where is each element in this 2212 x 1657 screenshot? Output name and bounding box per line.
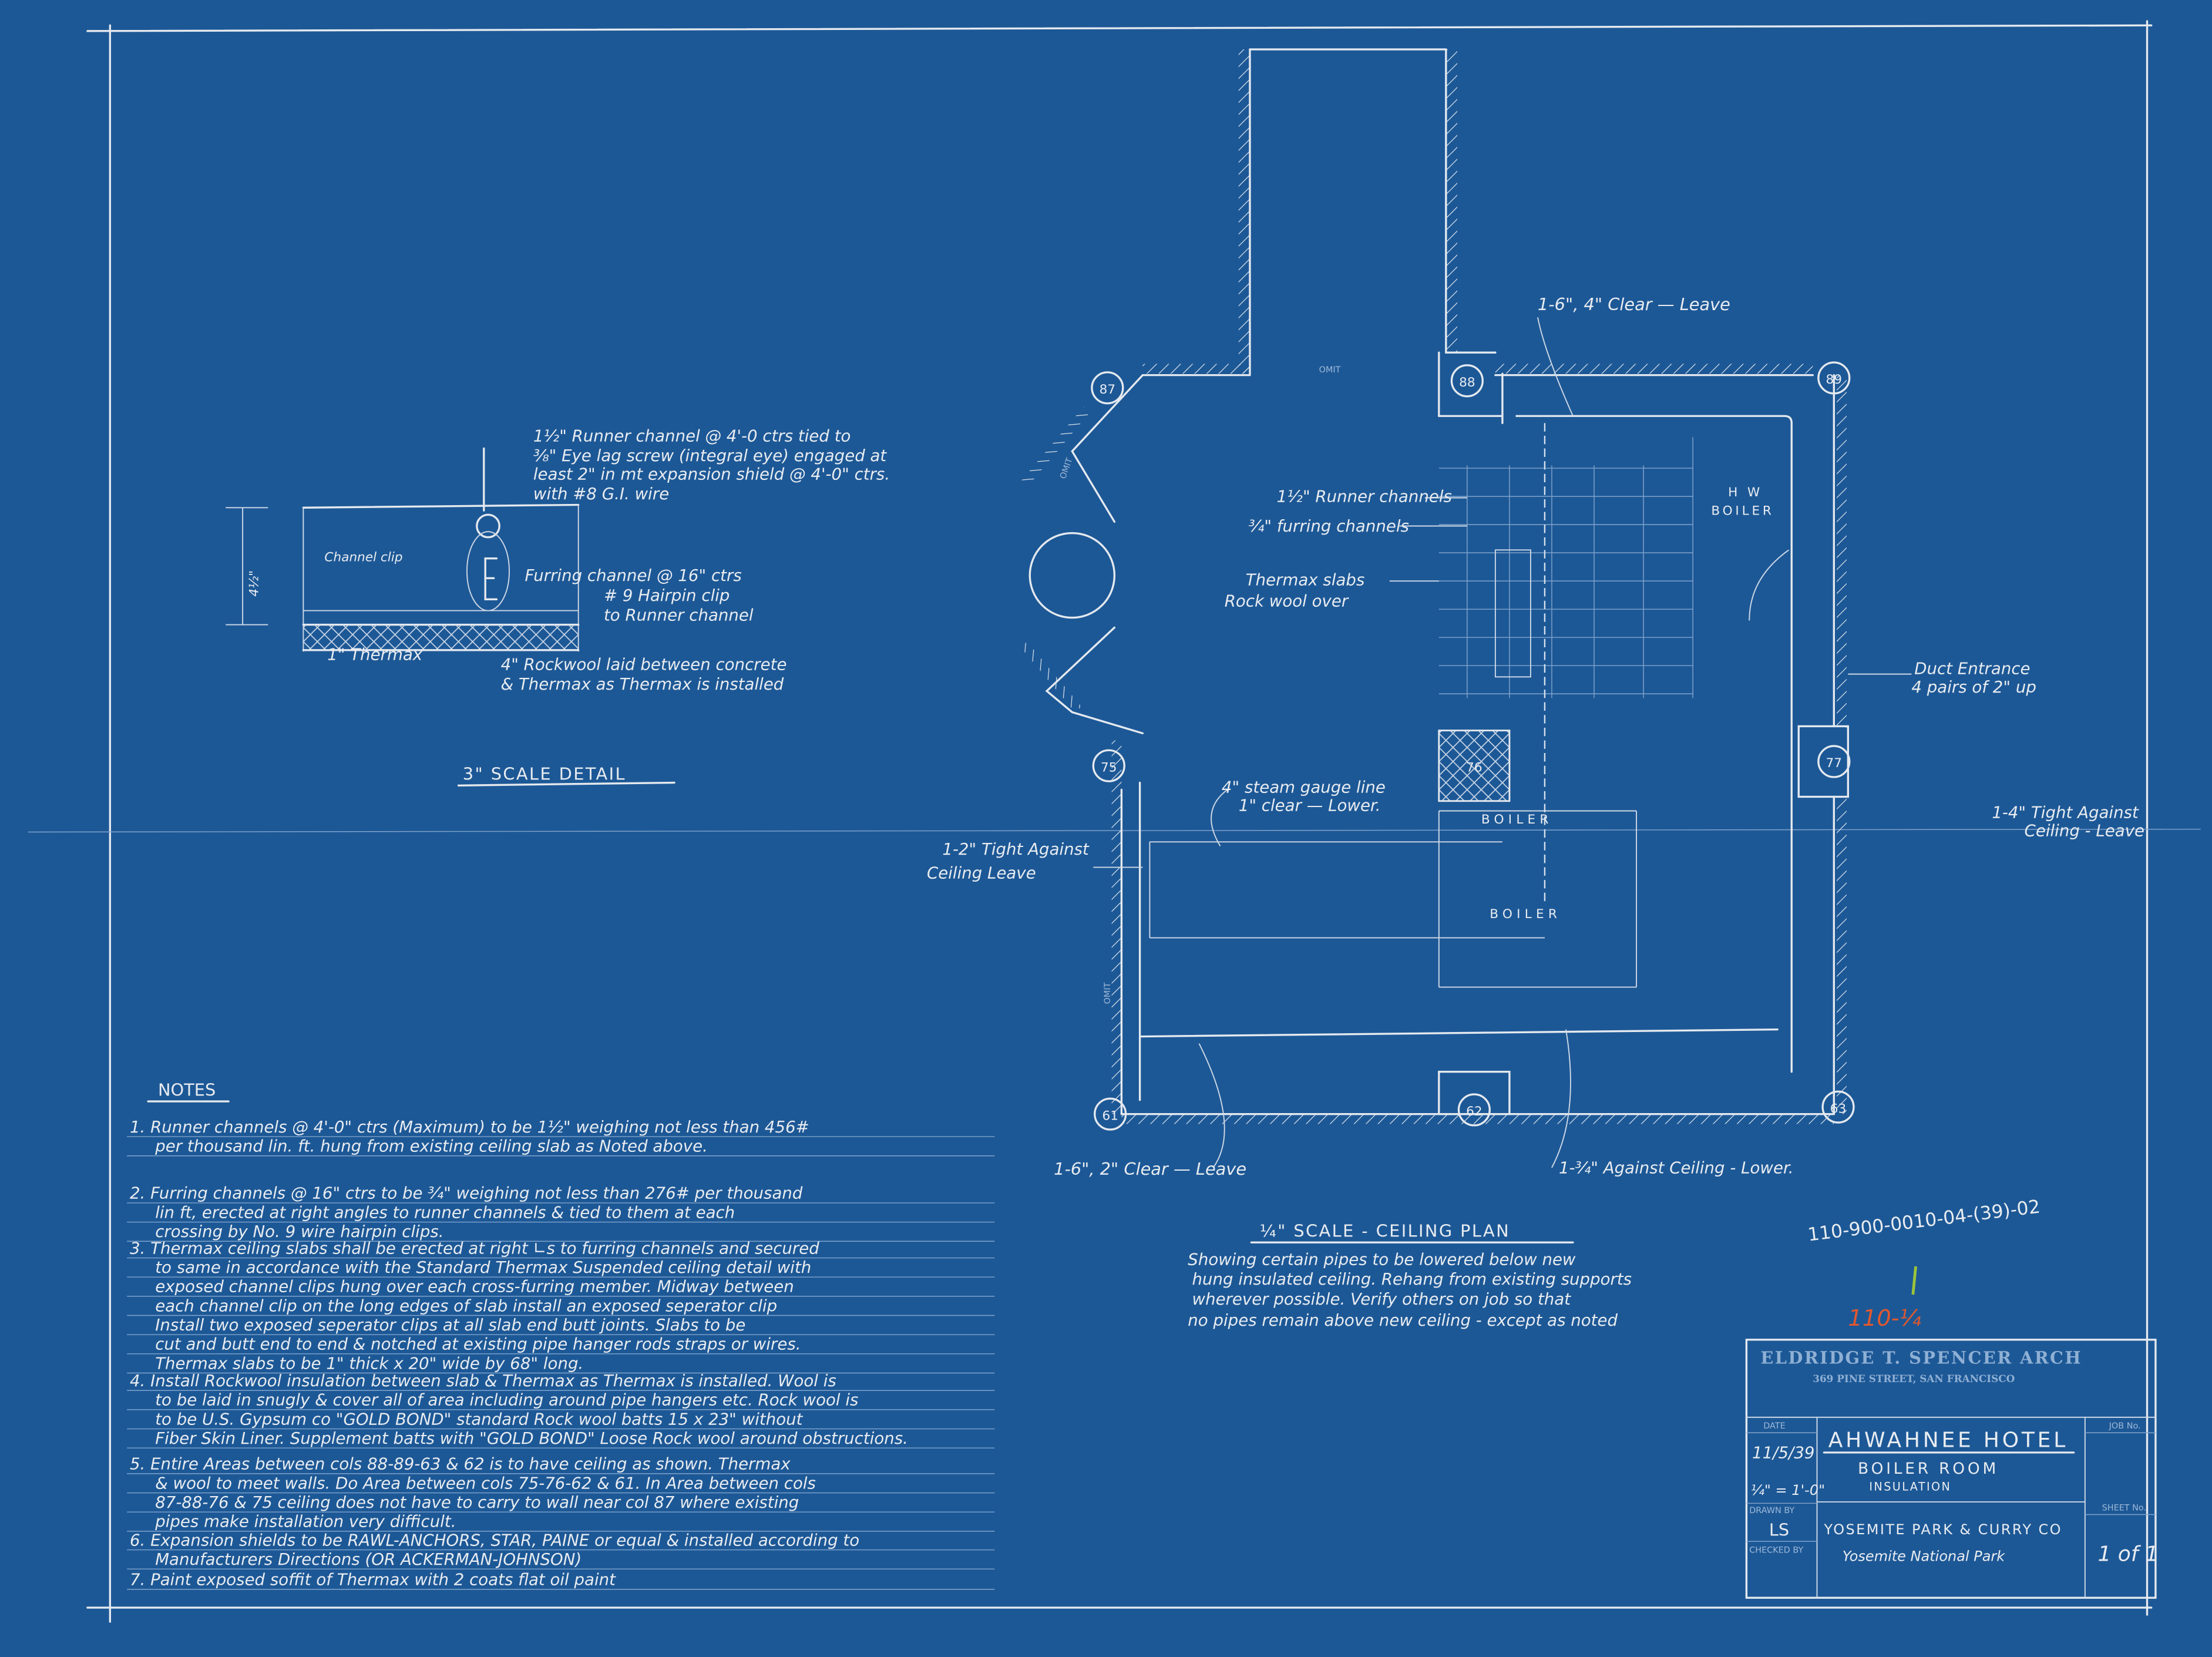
note-line: to be laid in snugly & cover all of area… <box>155 1390 858 1410</box>
omit-label: OMIT <box>1103 982 1112 1004</box>
plan-label: ¾" furring channels <box>1249 516 1409 536</box>
note-line: 5. Entire Areas between cols 88-89-63 & … <box>130 1454 791 1474</box>
column-number: 75 <box>1101 760 1117 775</box>
plan-description-line: no pipes remain above new ceiling - exce… <box>1188 1310 1618 1330</box>
client-name: YOSEMITE PARK & CURRY CO <box>1824 1521 2062 1538</box>
note-line: to be U.S. Gypsum co "GOLD BOND" standar… <box>155 1409 803 1429</box>
plan-description-line: hung insulated ceiling. Rehang from exis… <box>1192 1269 1632 1289</box>
detail-callout: least 2" in mt expansion shield @ 4'-0" … <box>533 464 890 483</box>
scale-detail-drawing: Channel clip 4½" <box>226 447 580 652</box>
detail-callout: 4" Rockwool laid between concrete <box>501 654 787 674</box>
note-line: 2. Furring channels @ 16" ctrs to be ¾" … <box>130 1184 803 1203</box>
plan-label: BOILER <box>1490 907 1561 922</box>
note-line: 3. Thermax ceiling slabs shall be erecte… <box>130 1238 819 1258</box>
plan-label: 1" clear — Lower. <box>1239 795 1381 815</box>
note-line: exposed channel clips hung over each cro… <box>155 1277 794 1296</box>
column-number: 62 <box>1466 1104 1482 1119</box>
scale-value: ¼" = 1'-0" <box>1751 1482 1826 1498</box>
notes-section: NOTES 1. Runner channels @ 4'-0" ctrs (M… <box>127 1080 995 1590</box>
column-number: 87 <box>1100 382 1116 397</box>
detail-label: Channel clip <box>324 550 402 565</box>
date-value: 11/5/39 <box>1752 1443 1814 1462</box>
note-line: per thousand lin. ft. hung from existing… <box>154 1137 708 1156</box>
drawing-subtitle-2: INSULATION <box>1869 1480 1951 1494</box>
note-line: crossing by No. 9 wire hairpin clips. <box>155 1222 443 1241</box>
plan-description-line: Showing certain pipes to be lowered belo… <box>1188 1250 1576 1269</box>
plan-label: H W <box>1728 485 1763 500</box>
column-number: 76 <box>1466 760 1482 775</box>
note-line: each channel clip on the long edges of s… <box>155 1296 777 1315</box>
notes-heading: NOTES <box>158 1080 216 1100</box>
detail-callouts: 1½" Runner channel @ 4'-0 ctrs tied to ⅜… <box>327 426 890 787</box>
detail-callout: to Runner channel <box>604 605 754 624</box>
detail-callout: 1" Thermax <box>327 645 423 664</box>
note-line: Manufacturers Directions (OR ACKERMAN-JO… <box>155 1550 581 1569</box>
architect-address: 369 PINE STREET, SAN FRANCISCO <box>1813 1373 2015 1384</box>
plan-label: Ceiling - Leave <box>2025 821 2144 841</box>
omit-label: OMIT <box>1319 365 1341 375</box>
drawn-by-label: DRAWN BY <box>1749 1506 1794 1515</box>
plan-label: 4" steam gauge line <box>1222 777 1386 796</box>
plan-label: Duct Entrance <box>1914 659 2030 678</box>
plan-description-line: wherever possible. Verify others on job … <box>1192 1289 1572 1309</box>
plan-title: ¼" SCALE - CEILING PLAN <box>1260 1221 1510 1241</box>
note-line: 87-88-76 & 75 ceiling does not have to c… <box>155 1493 799 1512</box>
ceiling-plan-drawing: 87 88 89 75 76 77 61 62 63 <box>1020 48 1912 1168</box>
sheet-no-label: SHEET No. <box>2102 1503 2146 1513</box>
plan-label: Rock wool over <box>1225 591 1349 610</box>
red-pencil-number: 110-¼ <box>1848 1305 1921 1332</box>
architect-name: ELDRIDGE T. SPENCER ARCH <box>1760 1348 2082 1368</box>
detail-callout: & Thermax as Thermax is installed <box>501 674 784 694</box>
column-number: 61 <box>1102 1108 1118 1123</box>
column-number: 63 <box>1830 1101 1847 1116</box>
note-line: Fiber Skin Liner. Supplement batts with … <box>155 1429 908 1448</box>
plan-label: 1-2" Tight Against <box>942 839 1090 859</box>
column-markers: 87 88 89 75 76 77 61 62 63 <box>1091 361 1855 1131</box>
note-line: 1. Runner channels @ 4'-0" ctrs (Maximum… <box>130 1117 809 1137</box>
plan-label: Ceiling Leave <box>927 863 1036 883</box>
note-line: 4. Install Rockwool insulation between s… <box>130 1371 836 1390</box>
note-line: Thermax slabs to be 1" thick x 20" wide … <box>155 1353 583 1373</box>
note-line: Install two exposed seperator clips at a… <box>155 1315 745 1335</box>
column-number: 89 <box>1826 372 1843 387</box>
date-label: DATE <box>1763 1421 1785 1431</box>
archive-number: 110-900-0010-04-(39)-02 <box>1807 1196 2042 1245</box>
detail-callout: # 9 Hairpin clip <box>604 586 730 605</box>
sheet-value: 1 of 1 <box>2097 1542 2158 1567</box>
plan-label: BOILER <box>1481 812 1553 827</box>
note-line: & wool to meet walls. Do Area between co… <box>155 1473 816 1493</box>
plan-label: Thermax slabs <box>1246 570 1365 589</box>
detail-callout: ⅜" Eye lag screw (integral eye) engaged … <box>533 446 888 465</box>
omit-label: OMIT <box>1058 456 1075 480</box>
note-line: cut and butt end to end & notched at exi… <box>155 1335 801 1354</box>
note-line: lin ft, erected at right angles to runne… <box>155 1202 735 1222</box>
plan-label: 1-6", 4" Clear — Leave <box>1538 294 1730 314</box>
job-no-label: JOB No. <box>2109 1421 2141 1431</box>
plan-labels: 1-6", 4" Clear — Leave 1½" Runner channe… <box>927 294 2144 1330</box>
title-block: ELDRIDGE T. SPENCER ARCH 369 PINE STREET… <box>1745 1339 2159 1599</box>
plan-label: 1-¾" Against Ceiling - Lower. <box>1559 1158 1794 1178</box>
plan-label: 1-6", 2" Clear — Leave <box>1054 1159 1246 1179</box>
detail-dimension: 4½" <box>247 570 262 597</box>
drawing-subtitle: BOILER ROOM <box>1858 1460 1999 1478</box>
detail-callout: with #8 G.I. wire <box>533 484 669 503</box>
detail-title: 3" SCALE DETAIL <box>463 764 626 784</box>
plan-label: BOILER <box>1711 503 1774 518</box>
plan-label: 1-4" Tight Against <box>1992 802 2139 822</box>
project-title: AHWAHNEE HOTEL <box>1828 1428 2068 1452</box>
plan-label: 1½" Runner channels <box>1277 487 1452 506</box>
note-line: to same in accordance with the Standard … <box>155 1258 811 1277</box>
note-line: 6. Expansion shields to be RAWL-ANCHORS,… <box>130 1530 859 1550</box>
project-location: Yosemite National Park <box>1843 1548 2006 1565</box>
note-line: 7. Paint exposed soffit of Thermax with … <box>130 1570 616 1589</box>
checked-by-label: CHECKED BY <box>1749 1545 1803 1555</box>
note-line: pipes make installation very difficult. <box>154 1512 456 1531</box>
detail-callout: Furring channel @ 16" ctrs <box>525 566 741 585</box>
plan-label: 4 pairs of 2" up <box>1911 677 2036 697</box>
column-number: 77 <box>1826 756 1843 771</box>
column-number: 88 <box>1459 375 1475 390</box>
detail-callout: 1½" Runner channel @ 4'-0 ctrs tied to <box>533 426 851 445</box>
drawn-by-value: LS <box>1769 1520 1789 1540</box>
